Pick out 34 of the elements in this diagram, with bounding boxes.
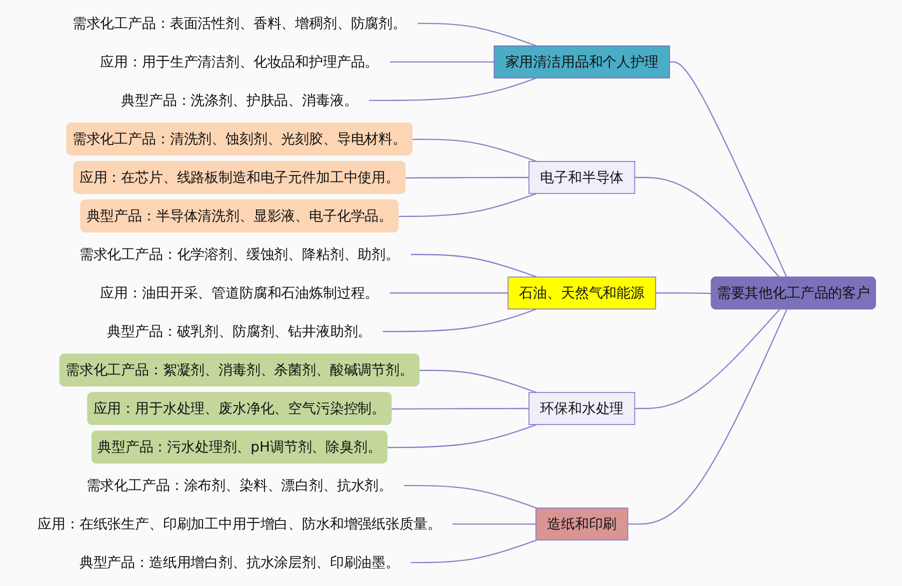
- connector: [368, 77, 537, 102]
- connector: [628, 309, 788, 525]
- node-text: 需求化工产品：表面活性剂、香料、增稠剂、防腐剂。: [72, 14, 406, 32]
- connector: [410, 254, 537, 278]
- node-text: 需求化工产品：化学溶剂、缓蚀剂、降粘剂、助剂。: [79, 246, 400, 263]
- connector: [387, 424, 537, 448]
- connector: [419, 370, 537, 394]
- connector: [392, 408, 529, 410]
- node-box: 石油、天然气和能源: [508, 276, 656, 310]
- node-text: 应用：用于生产清洁剂、化妆品和护理产品。: [100, 53, 379, 70]
- node-text: 应用：在纸张生产、印刷加工中用于增白、防水和增强纸张质量。: [38, 515, 442, 532]
- connector: [670, 61, 788, 278]
- node-box: 环保和水处理: [528, 392, 636, 425]
- connector: [390, 292, 508, 294]
- node-box: 造纸和印刷: [535, 508, 628, 541]
- connector: [406, 176, 529, 179]
- node-text: 需求化工产品：涂布剂、染料、漂白剂、抗水剂。: [86, 476, 393, 494]
- node-text: 典型产品：造纸用增白剂、抗水涂层剂、印刷油墨。: [79, 554, 400, 571]
- connector: [398, 192, 537, 218]
- node-text: 典型产品：洗涤剂、护肤品、消毒液。: [121, 92, 358, 109]
- node-box: 电子和半导体: [528, 161, 636, 194]
- node-box: 家用清洁用品和个人护理: [494, 45, 670, 78]
- connector: [656, 292, 712, 294]
- connector: [382, 308, 537, 332]
- connector: [452, 523, 536, 525]
- connector: [634, 176, 780, 278]
- connector: [418, 22, 537, 46]
- connector: [390, 61, 494, 63]
- connector: [412, 138, 537, 162]
- connector: [410, 540, 537, 564]
- connector: [404, 484, 537, 509]
- node-text: 典型产品：破乳剂、防腐剂、钻井液助剂。: [107, 322, 372, 340]
- connector: [634, 309, 780, 410]
- node-text: 应用：油田开采、管道防腐和石油炼制过程。: [100, 284, 379, 302]
